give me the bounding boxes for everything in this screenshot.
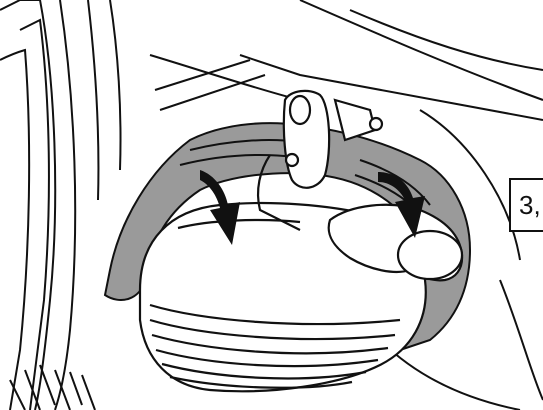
tire (0, 0, 121, 410)
callout-label: 3, (519, 190, 541, 221)
callout-label-box: 3, (509, 178, 543, 232)
